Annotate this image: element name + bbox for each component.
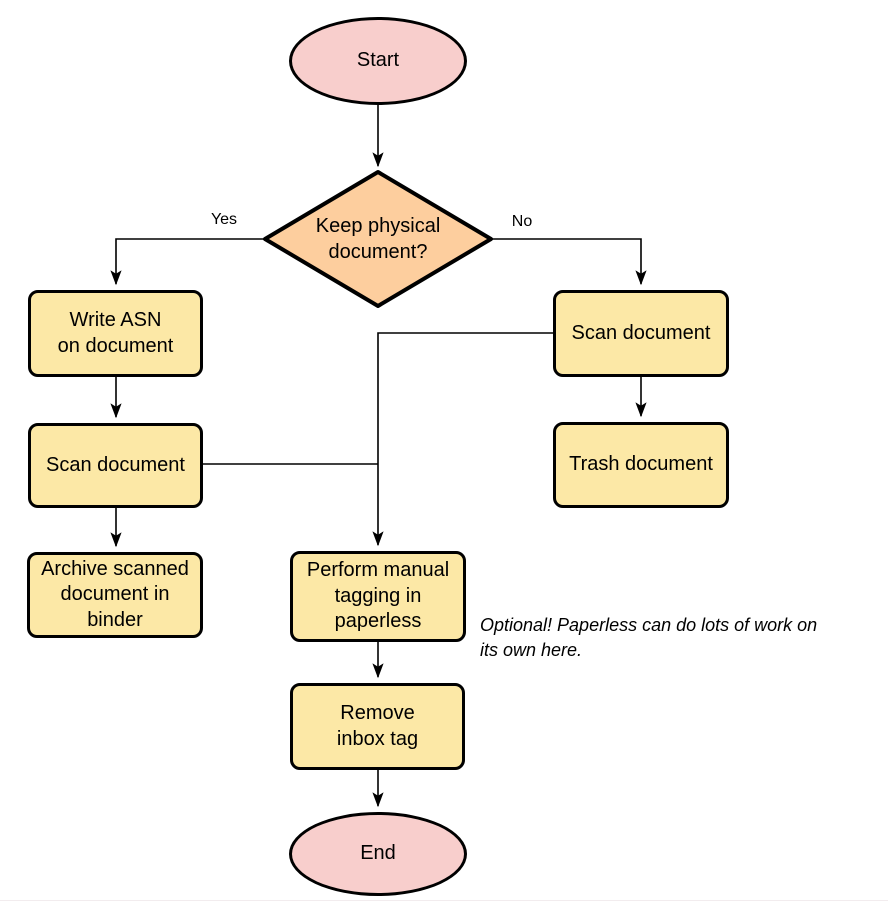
edge-decision-no-to-scan-right [491,238,647,286]
node-write-asn-label: Write ASN on document [57,308,174,357]
node-trash-document: Trash document [553,422,729,508]
node-archive-in-binder-label: Archive scanned document in binder [41,557,189,631]
node-archive-in-binder: Archive scanned document in binder [27,552,203,638]
edge-scan-right-to-tagging [372,332,553,547]
node-start-label: Start [356,49,400,72]
optional-annotation: Optional! Paperless can do lots of work … [480,614,818,660]
node-trash-document-label: Trash document [569,453,713,476]
edge-label-no: No [511,213,533,230]
node-scan-document-right: Scan document [553,290,729,377]
node-remove-inbox-tag-label: Remove inbox tag [336,701,419,750]
node-write-asn: Write ASN on document [28,290,203,377]
node-scan-document-left: Scan document [28,423,203,508]
node-end: End [289,812,467,896]
node-manual-tagging-label: Perform manual tagging in paperless [306,559,450,633]
node-manual-tagging: Perform manual tagging in paperless [290,551,466,642]
node-decision-label: Keep physical document? [315,215,441,263]
page-bottom-rule [0,900,888,901]
node-remove-inbox-tag: Remove inbox tag [290,683,465,770]
node-start: Start [289,17,467,105]
edge-decision-yes-to-write-asn [110,238,265,286]
node-scan-document-left-label: Scan document [46,453,185,476]
node-end-label: End [360,842,396,865]
edge-label-yes: Yes [210,211,238,228]
node-decision: Keep physical document? [266,205,490,275]
node-scan-document-right-label: Scan document [571,321,711,344]
